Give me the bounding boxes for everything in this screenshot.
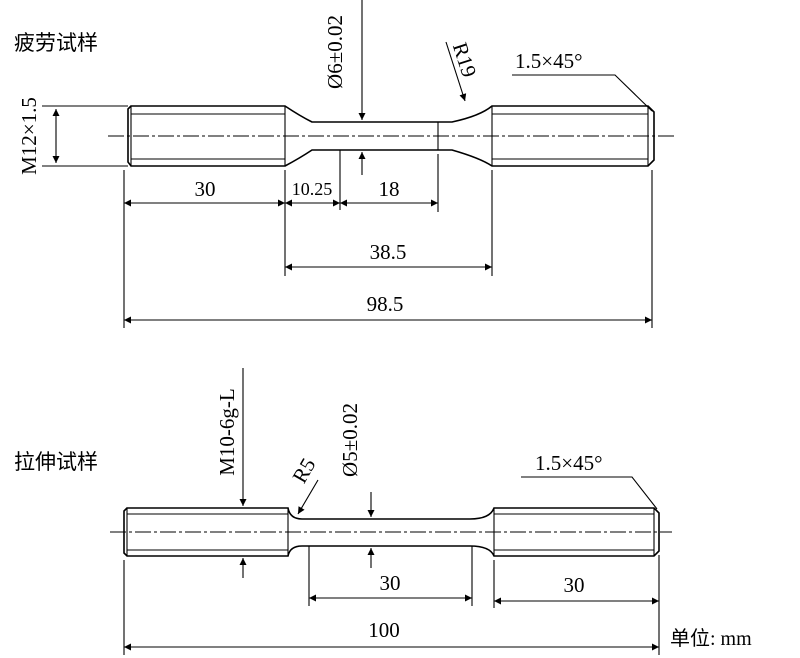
tensile-dim-gauge: 30 (380, 571, 401, 595)
fatigue-dim-total: 98.5 (367, 292, 404, 316)
tensile-radius-label: R5 (287, 454, 320, 487)
unit-label: 单位: mm (670, 627, 752, 650)
fatigue-title: 疲劳试样 (14, 31, 98, 55)
tensile-chamfer-label: 1.5×45° (535, 451, 603, 475)
fatigue-thread-label: M12×1.5 (17, 97, 41, 175)
tensile-specimen: 拉伸试样 M10-6g-L R5 Ø5±0.02 1.5×45° (14, 368, 752, 655)
tensile-diameter-label: Ø5±0.02 (338, 403, 362, 477)
fatigue-chamfer-label: 1.5×45° (515, 49, 583, 73)
tensile-thread-label: M10-6g-L (215, 388, 239, 476)
fatigue-radius-label: R19 (448, 39, 482, 80)
fatigue-dim-transition: 10.25 (292, 179, 333, 199)
fatigue-dim-gauge: 18 (379, 177, 400, 201)
tensile-dim-thread-len: 30 (564, 573, 585, 597)
tensile-title: 拉伸试样 (14, 450, 98, 474)
fatigue-dim-middle: 38.5 (370, 240, 407, 264)
fatigue-diameter-label: Ø6±0.02 (323, 15, 347, 89)
fatigue-dim-thread-len: 30 (195, 177, 216, 201)
tensile-dim-total: 100 (368, 618, 400, 642)
fatigue-specimen: 疲劳试样 M12×1.5 Ø6±0.02 R19 1.5×45° (14, 0, 676, 328)
